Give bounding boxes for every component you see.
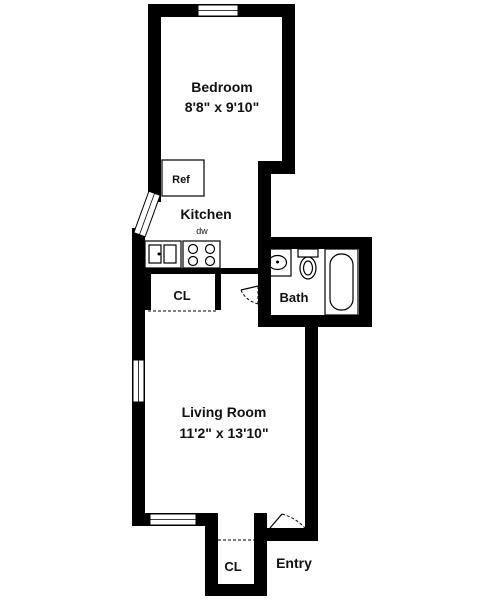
entry-label: Entry [276, 555, 312, 571]
stove [182, 240, 221, 269]
kitchen-sink [144, 240, 182, 269]
toilet [297, 248, 319, 280]
bath-door [240, 285, 259, 305]
windows [132, 4, 239, 526]
entry-closet-label: CL [224, 559, 241, 574]
dishwasher-label: dw [196, 226, 208, 236]
bath-sink [263, 248, 292, 277]
refrigerator: Ref [161, 159, 205, 197]
kitchen-window [133, 190, 161, 238]
entry-door [267, 513, 306, 539]
living-room-dimensions: 11'2" x 13'10" [179, 425, 268, 441]
kitchen-closet-label: CL [173, 288, 190, 303]
living-room-name: Living Room [182, 404, 267, 420]
bedroom-name: Bedroom [191, 79, 252, 95]
kitchen-closet: CL [145, 274, 221, 312]
bathtub [324, 248, 359, 316]
kitchen-name: Kitchen [180, 206, 231, 222]
bedroom-dimensions: 8'8" x 9'10" [185, 99, 259, 115]
refrigerator-label: Ref [172, 174, 190, 186]
bath-name: Bath [280, 290, 309, 305]
